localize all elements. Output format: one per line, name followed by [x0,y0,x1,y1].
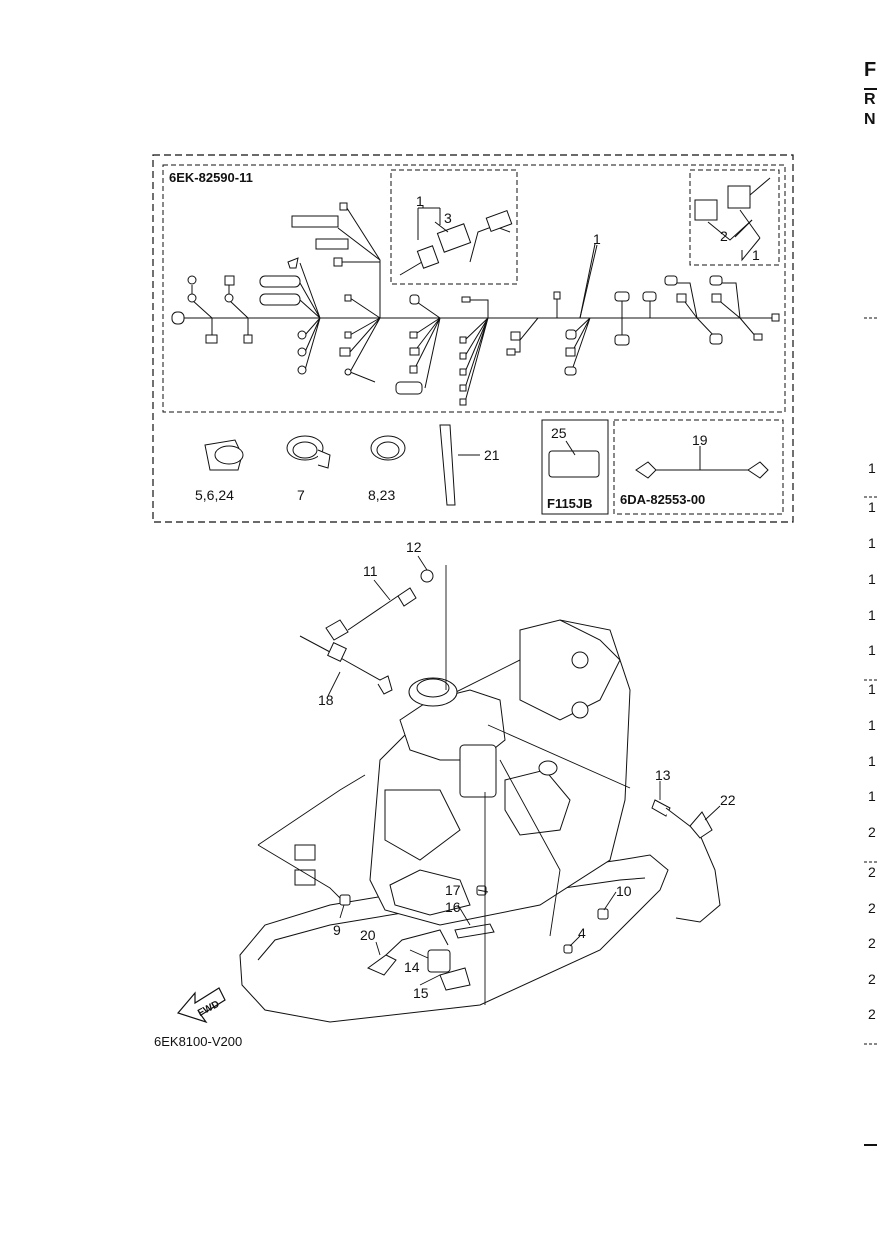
clip-set [294,844,316,886]
cable-tie [439,424,456,506]
engine-assembly [239,619,669,1023]
multi-pin-connector [395,381,423,395]
callout-17: 17 [445,882,461,898]
edge-letter-f: F [864,59,876,81]
engine-parts [294,569,721,991]
edge-number: 1 [868,571,876,587]
figure-code: 6EK8100-V200 [154,1034,242,1049]
callout-18: 18 [318,692,334,708]
oil-pressure-switch-coupler [325,619,349,641]
edge-number: 1 [868,642,876,658]
callout-22: 22 [720,792,736,808]
callout-19: 19 [692,432,708,448]
edge-number: 1 [868,535,876,551]
gasket [420,569,434,583]
callout-12: 12 [406,539,422,555]
callout-10: 10 [616,883,632,899]
callout-4: 4 [578,925,586,941]
callout-11: 11 [363,563,378,579]
callout-9: 9 [333,922,341,938]
sensor-20 [366,954,397,976]
fuse-block-frame [541,419,609,515]
callout-5-6-24: 5,6,24 [195,487,234,503]
multi-pin-connector [259,275,301,288]
edge-number: 2 [868,935,876,951]
edge-number: 1 [868,717,876,733]
harness-frame [162,164,786,413]
fwd-arrow-icon: FWD [176,987,226,1024]
cylinder-head [519,619,621,721]
bracket [454,923,495,939]
multi-pin-connector [315,238,349,250]
callout-3: 3 [444,210,452,226]
kit-outer-frame [152,154,794,523]
callout-8-23: 8,23 [368,487,395,503]
lead-detail-frame [613,419,784,515]
kit-leader-lines [422,205,761,470]
edge-number: 2 [868,864,876,880]
plug-connector [243,334,253,344]
edge-number: 1 [868,788,876,804]
edge-number: 1 [868,499,876,515]
coupler-detail-frame [689,169,780,266]
bolt [339,894,351,906]
callout-1-coupler: 1 [752,247,760,263]
bottom-cowling [239,854,669,1023]
seal-15 [439,967,471,991]
oil-filter-area [384,789,461,861]
callout-15: 15 [413,985,429,1001]
edge-letter-n: N [864,111,876,128]
edge-number: 2 [868,824,876,840]
kit-panel [152,154,794,523]
callout-25: 25 [551,425,567,441]
callout-2: 2 [720,228,728,244]
multi-pin-connector [291,215,339,228]
callout-21: 21 [484,447,500,463]
model-label: F115JB [547,496,593,511]
connector-detail [399,207,513,276]
edge-number: 2 [868,971,876,987]
callout-1-harness: 1 [593,231,601,247]
callout-20: 20 [360,927,376,943]
multi-pin-connector [259,293,301,306]
edge-number: 2 [868,1006,876,1022]
bolt [563,944,573,954]
edge-letter-r: R [864,91,876,108]
callout-16: 16 [445,899,461,915]
right-edge-separators [864,317,877,1146]
edge-number: 1 [868,607,876,623]
lead-part-code: 6DA-82553-00 [620,492,705,507]
harness-connectors [171,202,780,406]
edge-number: 1 [868,460,876,476]
edge-number: 2 [868,900,876,916]
edge-number: 1 [868,753,876,769]
fuse-block [548,450,600,478]
right-edge-numbers: 1 1 1 1 1 1 1 1 1 1 2 2 2 2 2 2 [868,460,876,1022]
grommet-14 [427,949,451,973]
edge-number: 1 [868,681,876,697]
callout-14: 14 [404,959,420,975]
knock-sensor-lead [299,635,393,695]
alternator-housing [459,744,497,798]
bolt [597,908,609,920]
engine-leader-lines [257,555,721,1005]
callout-7: 7 [297,487,305,503]
coupler-detail [694,177,771,241]
temperature-sensor [651,799,671,817]
sensor-connector [171,311,185,325]
callout-13: 13 [655,767,671,783]
plug-connector [205,334,218,344]
kit-accessories [204,424,769,506]
callout-1: 1 [416,193,424,209]
harness-part-code: 6EK-82590-11 [169,170,253,185]
